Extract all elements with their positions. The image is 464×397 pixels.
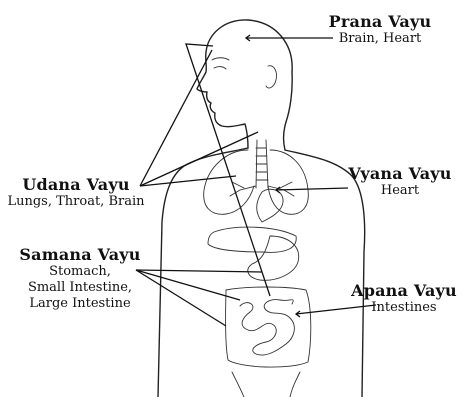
udana-pointer-throat: [140, 132, 258, 186]
samana-pointer-2: [136, 270, 240, 300]
samana-desc-line-2: Small Intestine,: [18, 280, 142, 296]
vyana-label: Vyana Vayu Heart: [338, 165, 462, 199]
trachea: [256, 140, 268, 188]
samana-desc-line-1: Stomach,: [18, 264, 142, 280]
apana-label: Apana Vayu Intestines: [348, 282, 460, 316]
lung-left: [204, 150, 254, 214]
udana-pointer-lungs: [140, 176, 236, 186]
udana-pointer-head: [140, 50, 212, 186]
eyebrow: [212, 58, 229, 60]
udana-label: Udana Vayu Lungs, Throat, Brain: [0, 176, 152, 210]
samana-title: Samana Vayu: [18, 246, 142, 264]
head-outline: [197, 20, 292, 148]
ear: [266, 66, 277, 88]
udana-title: Udana Vayu: [0, 176, 152, 194]
apana-desc: Intestines: [348, 300, 460, 316]
samana-desc-line-3: Large Intestine: [18, 296, 142, 312]
samana-pointer-3: [136, 270, 226, 326]
prana-title: Prana Vayu: [318, 13, 442, 31]
vyana-desc: Heart: [338, 183, 462, 199]
prana-desc: Brain, Heart: [318, 31, 442, 47]
lung-right: [268, 150, 308, 214]
prana-label: Prana Vayu Brain, Heart: [318, 13, 442, 47]
apana-title: Apana Vayu: [348, 282, 460, 300]
bronchi: [230, 182, 294, 196]
head-back: [284, 72, 293, 150]
lower-torso: [232, 372, 300, 397]
liver: [208, 227, 296, 252]
samana-label: Samana Vayu Stomach, Small Intestine, La…: [18, 246, 142, 312]
shoulder-left: [158, 148, 248, 397]
prana-diagonal: [186, 44, 270, 296]
samana-pointer-1: [136, 270, 262, 272]
small-intestine: [240, 300, 294, 355]
udana-desc: Lungs, Throat, Brain: [0, 194, 152, 210]
vyana-title: Vyana Vayu: [338, 165, 462, 183]
stomach: [248, 236, 299, 280]
eye: [214, 67, 226, 69]
